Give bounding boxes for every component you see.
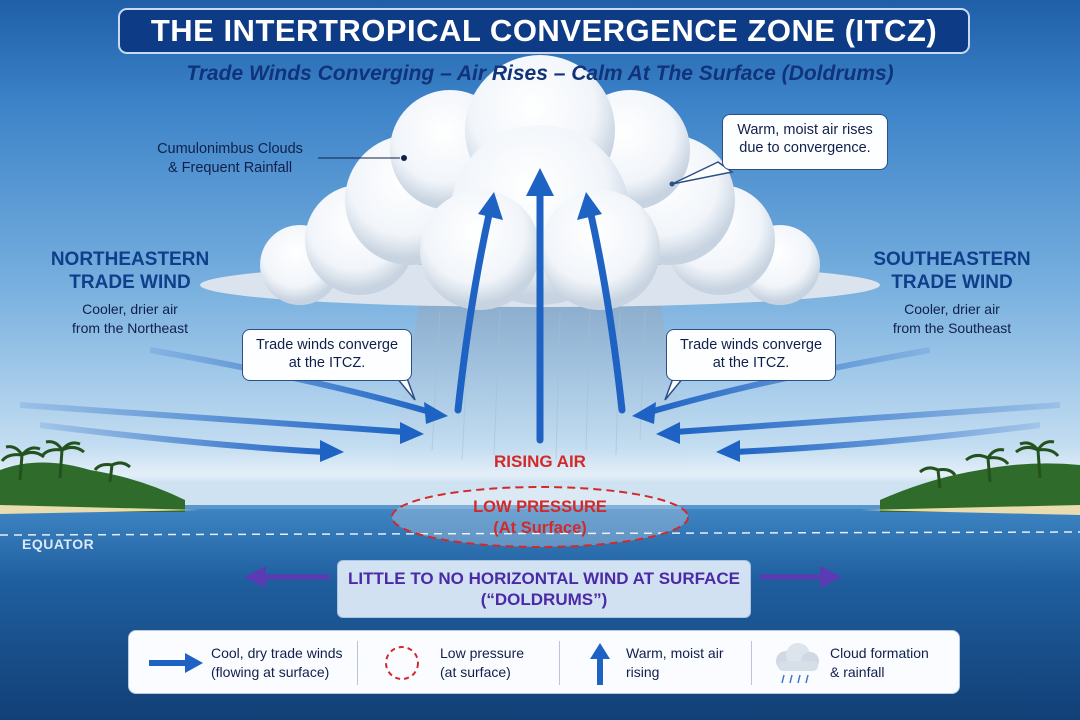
right-island bbox=[860, 442, 1080, 515]
rain-cloud-icon bbox=[768, 641, 824, 687]
southeast-wind-label: SOUTHEASTERN TRADE WIND Cooler, drier ai… bbox=[862, 248, 1042, 338]
doldrums-box: LITTLE TO NO HORIZONTAL WIND AT SURFACE … bbox=[337, 560, 751, 618]
legend: Cool, dry trade winds (flowing at surfac… bbox=[128, 630, 960, 694]
northeast-wind-label: NORTHEASTERN TRADE WIND Cooler, drier ai… bbox=[40, 248, 220, 338]
subtitle: Trade Winds Converging – Air Rises – Cal… bbox=[0, 62, 1080, 86]
dashed-circle-icon bbox=[380, 643, 424, 683]
left-island bbox=[0, 442, 200, 514]
cloud-label: Cumulonimbus Clouds & Frequent Rainfall bbox=[140, 140, 320, 178]
arrow-up-icon bbox=[588, 641, 612, 687]
rising-air-callout: Warm, moist air rises due to convergence… bbox=[722, 114, 888, 170]
southeast-wind-desc: Cooler, drier air from the Southeast bbox=[862, 300, 1042, 338]
rising-air-label: RISING AIR bbox=[440, 452, 640, 472]
legend-item-trade-winds: Cool, dry trade winds (flowing at surfac… bbox=[129, 631, 357, 695]
low-pressure-label: LOW PRESSURE (At Surface) bbox=[420, 497, 660, 539]
converge-callout-right: Trade winds converge at the ITCZ. bbox=[666, 329, 836, 381]
arrow-right-icon bbox=[147, 651, 205, 675]
legend-item-rising-air: Warm, moist air rising bbox=[560, 631, 750, 695]
northeast-wind-title: NORTHEASTERN TRADE WIND bbox=[40, 248, 220, 294]
page-title: THE INTERTROPICAL CONVERGENCE ZONE (ITCZ… bbox=[118, 8, 970, 54]
equator-label: EQUATOR bbox=[22, 536, 94, 552]
northeast-wind-desc: Cooler, drier air from the Northeast bbox=[40, 300, 220, 338]
converge-callout-left: Trade winds converge at the ITCZ. bbox=[242, 329, 412, 381]
legend-item-cloud-rain: Cloud formation & rainfall bbox=[752, 631, 960, 695]
legend-item-low-pressure: Low pressure (at surface) bbox=[358, 631, 558, 695]
southeast-wind-title: SOUTHEASTERN TRADE WIND bbox=[862, 248, 1042, 294]
